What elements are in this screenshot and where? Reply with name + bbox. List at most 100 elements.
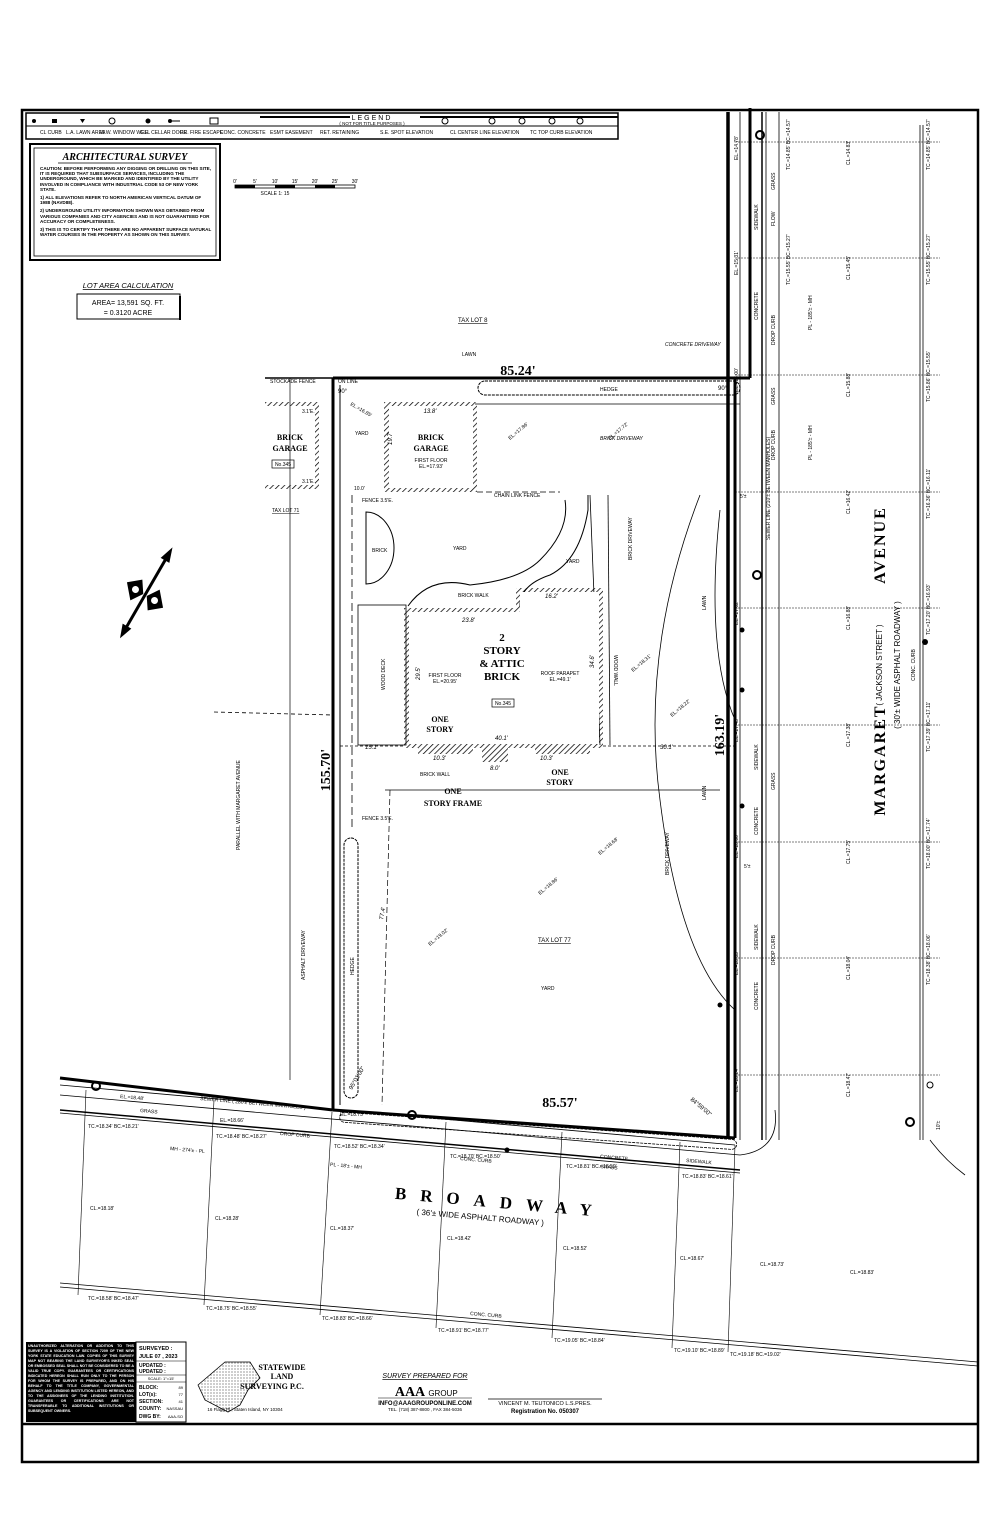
svg-text:PL - 185'± - MH: PL - 185'± - MH [808,425,814,460]
svg-text:EL.=16.00': EL.=16.00' [734,368,740,392]
sewer-manhole-icon [755,130,765,140]
svg-text:10': 10' [272,179,279,185]
svg-text:GROUP: GROUP [428,1389,457,1398]
svg-text:CL.=18.37': CL.=18.37' [330,1226,354,1232]
svg-text:CONC. CURB: CONC. CURB [911,649,917,681]
scale-bar: 0' 5' 10' 15' 20' 25' 30' SCALE 1: 15 [233,179,358,197]
svg-text:CL CENTER LINE ELEVATION: CL CENTER LINE ELEVATION [450,130,520,136]
dim-west: 155.70' [319,749,334,791]
svg-text:SECTION:: SECTION: [139,1399,163,1405]
svg-text:CL.=18.83': CL.=18.83' [850,1270,874,1276]
tree-icon [739,627,745,633]
svg-text:STORY: STORY [546,778,573,787]
svg-text:EL.=18.66': EL.=18.66' [220,1118,244,1124]
svg-text:L.A. LAWN AREA: L.A. LAWN AREA [66,130,106,136]
svg-text:HEDGE: HEDGE [600,387,618,393]
svg-text:10.0': 10.0' [354,486,365,492]
svg-text:CL.=17.75': CL.=17.75' [846,840,852,864]
svg-text:EL.=49.1': EL.=49.1' [549,677,570,683]
client-logo: AAA [395,1385,426,1400]
svg-text:GRASS: GRASS [600,1164,619,1172]
svg-text:No.345: No.345 [495,701,511,707]
svg-text:DROP CURB: DROP CURB [771,314,777,345]
svg-text:CL.=17.38': CL.=17.38' [846,723,852,747]
svg-text:EL.=18.22': EL.=18.22' [669,699,691,719]
svg-text:CONCRETE DRIVEWAY: CONCRETE DRIVEWAY [665,342,721,348]
svg-text:23.8': 23.8' [461,618,476,624]
svg-text:EL.=18.00': EL.=18.00' [734,834,740,858]
svg-text:TC.=18.81' BC.=18.59': TC.=18.81' BC.=18.59' [566,1164,617,1170]
svg-text:89: 89 [179,1385,184,1390]
svg-text:HEDGE: HEDGE [350,957,356,975]
svg-text:SURVEY PREPARED FOR: SURVEY PREPARED FOR [382,1373,467,1380]
tree-icon [739,803,745,809]
svg-text:CONC. CURB: CONC. CURB [460,1156,493,1165]
svg-text:EL.=14.78': EL.=14.78' [734,136,740,160]
svg-text:TAX LOT 77: TAX LOT 77 [538,938,571,944]
svg-text:TC.=18.00' BC.=17.74': TC.=18.00' BC.=17.74' [926,818,932,869]
svg-text:10.3': 10.3' [433,756,447,762]
svg-text:CL.=18.42': CL.=18.42' [447,1236,471,1242]
svg-text:3.1'E.: 3.1'E. [302,479,315,485]
svg-text:90°: 90° [338,389,348,395]
svg-text:5': 5' [253,179,257,185]
svg-text:YARD: YARD [453,546,467,552]
svg-text:STORY FRAME: STORY FRAME [424,799,482,808]
svg-text:40.1': 40.1' [495,736,509,742]
svg-text:LAWN: LAWN [702,785,708,800]
client-email: INFO@AAAGROUPONLINE.COM [378,1401,472,1407]
svg-text:AREA= 13,591 SQ. FT.: AREA= 13,591 SQ. FT. [92,300,164,307]
svg-text:3.1'E.: 3.1'E. [302,409,315,415]
svg-text:YARD: YARD [355,431,369,437]
svg-text:CL.=14.83': CL.=14.83' [846,141,852,165]
svg-text:34.6': 34.6' [590,654,596,668]
svg-text:CONCRETE: CONCRETE [754,291,760,320]
svg-text:TC.=15.55' BC.=15.27': TC.=15.55' BC.=15.27' [926,234,932,285]
svg-text:CHAIN LINK FENCE: CHAIN LINK FENCE [494,493,541,499]
svg-text:FIRST FLOOR: FIRST FLOOR [429,673,462,679]
new-york-state-logo-icon [197,1361,261,1413]
svg-text:UPDATED :: UPDATED : [139,1363,166,1369]
svg-text:BLOCK:: BLOCK: [139,1385,159,1391]
svg-text:WOOD DECK: WOOD DECK [381,658,387,690]
svg-text:30': 30' [352,179,359,185]
svg-text:EL.=17.93': EL.=17.93' [419,464,443,470]
svg-text:TC.=19.05' BC.=18.84': TC.=19.05' BC.=18.84' [554,1338,605,1344]
title-block: UNAUTHORIZED ALTERATION OR ADDITION TO T… [22,1341,978,1426]
svg-text:YARD: YARD [566,559,580,565]
svg-text:BRICK DRIVEWAY: BRICK DRIVEWAY [628,517,634,560]
svg-text:TC.=18.48' BC.=18.27': TC.=18.48' BC.=18.27' [216,1134,267,1140]
svg-text:CL.=18.47': CL.=18.47' [846,1073,852,1097]
svg-text:SURVEYED :: SURVEYED : [139,1346,173,1352]
svg-text:0': 0' [233,179,237,185]
svg-text:AAA-SO: AAA-SO [168,1414,183,1419]
svg-text:LAWN: LAWN [462,352,477,358]
svg-text:AVENUE: AVENUE [872,506,889,584]
svg-text:RET. RETAINING: RET. RETAINING [320,130,359,136]
svg-text:13.8': 13.8' [424,409,438,415]
hydrant-icon [926,1081,934,1089]
notes-title: ARCHITECTURAL SURVEY [62,152,189,163]
svg-text:TEL. (718) 387-8800 , FAX 384-: TEL. (718) 387-8800 , FAX 384-5036 [388,1407,463,1412]
svg-text:TC.=18.75' BC.=18.55': TC.=18.75' BC.=18.55' [206,1306,257,1312]
svg-text:TC.=18.83' BC.=18.66': TC.=18.83' BC.=18.66' [322,1316,373,1322]
svg-text:FENCE 3.5'E.: FENCE 3.5'E. [362,498,393,504]
svg-text:TC.=14.85' BC.=14.57': TC.=14.85' BC.=14.57' [786,119,792,170]
svg-text:20': 20' [312,179,319,185]
svg-text:WOOD WALL: WOOD WALL [612,655,618,686]
svg-text:TC.=18.83' BC.=18.61': TC.=18.83' BC.=18.61' [682,1174,733,1180]
svg-text:PARALLEL WITH MARGARET AVENUE: PARALLEL WITH MARGARET AVENUE [236,759,242,850]
svg-text:SCALE: 1"=15': SCALE: 1"=15' [148,1376,175,1381]
svg-text:41: 41 [179,1399,184,1404]
surveyor-name: VINCENT M. TEUTONICO L.S.PRES. [498,1401,592,1407]
svg-text:STORY: STORY [426,725,453,734]
svg-text:15': 15' [292,179,299,185]
svg-text:ASPHALT DRIVEWAY: ASPHALT DRIVEWAY [301,930,307,980]
lot-area-calculation: LOT AREA CALCULATION AREA= 13,591 SQ. FT… [76,281,181,320]
svg-text:CL.=16.42': CL.=16.42' [846,490,852,514]
svg-text:EL.=18.68': EL.=18.68' [597,837,619,857]
svg-text:LAWN: LAWN [702,595,708,610]
svg-text:( 30'± WIDE ASPHALT ROADWAY ): ( 30'± WIDE ASPHALT ROADWAY ) [893,601,902,729]
manhole-icon [407,1110,417,1120]
svg-text:TC.=15.55' BC.=15.27': TC.=15.55' BC.=15.27' [786,234,792,285]
